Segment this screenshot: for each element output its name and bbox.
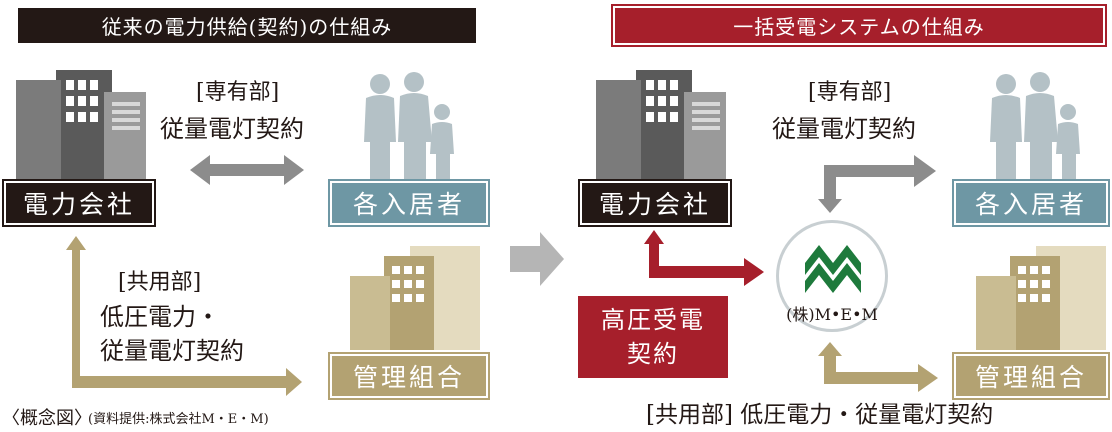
high-voltage-contract-box: 高圧受電 契約 — [578, 296, 728, 378]
left-common-section-label: [共用部] — [118, 270, 202, 295]
right-title-frame: 一括受電システムの仕組み — [611, 4, 1107, 47]
office-building-icon — [596, 70, 726, 190]
right-title: 一括受電システムの仕組み — [615, 8, 1103, 43]
right-management-box: 管理組合 — [952, 352, 1110, 400]
apartment-building-icon — [350, 246, 480, 350]
elbow-arrow-icon — [644, 230, 764, 286]
elbow-arrow-icon — [818, 155, 936, 213]
left-title: 従来の電力供給(契約)の仕組み — [18, 8, 476, 43]
double-arrow-icon — [190, 155, 304, 185]
source-note: (資料提供:株式会社M・E・M) — [88, 412, 269, 427]
left-management-box: 管理組合 — [328, 352, 490, 400]
mem-logo-circle: (株)M•E•M — [776, 220, 888, 332]
right-residents-box: 各入居者 — [952, 179, 1110, 227]
residents-family-icon — [990, 72, 1080, 182]
left-common-contract-line1: 低圧電力・ — [100, 303, 220, 331]
transition-arrow-icon — [510, 232, 564, 286]
high-voltage-line1: 高圧受電 — [601, 306, 705, 334]
residents-family-icon — [364, 72, 454, 182]
left-private-section-label: [専有部] — [196, 80, 280, 105]
mem-label: (株)M•E•M — [786, 305, 878, 324]
left-power-company-box: 電力会社 — [2, 179, 156, 227]
right-common-contract-label: [共用部] 低圧電力・従量電灯契約 — [646, 402, 994, 428]
right-private-contract-label: 従量電灯契約 — [772, 115, 916, 143]
right-private-section-label: [専有部] — [808, 80, 892, 105]
left-common-contract-line2: 従量電灯契約 — [100, 337, 244, 365]
mem-logo-icon — [805, 245, 861, 293]
office-building-icon — [16, 70, 146, 190]
caption: 〈概念図〉 — [2, 408, 92, 429]
apartment-building-icon — [976, 246, 1106, 350]
left-residents-box: 各入居者 — [328, 179, 490, 227]
left-private-contract-label: 従量電灯契約 — [160, 115, 304, 143]
elbow-arrow-icon — [66, 236, 302, 396]
right-power-company-box: 電力会社 — [578, 179, 732, 227]
high-voltage-line2: 契約 — [627, 340, 679, 368]
elbow-arrow-icon — [818, 342, 938, 392]
